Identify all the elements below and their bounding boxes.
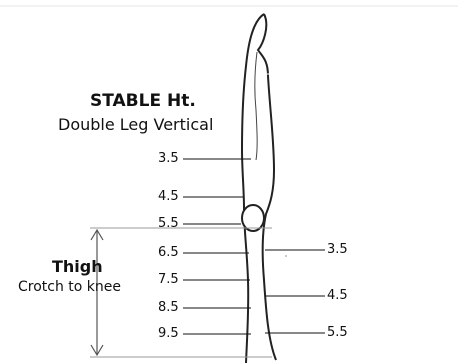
speck: [285, 255, 287, 257]
left-scale-label: 7.5: [158, 272, 179, 287]
left-scale-label: 9.5: [158, 326, 179, 341]
speck: [267, 73, 269, 75]
left-scale-label: 5.5: [158, 216, 179, 231]
leg-outline-front: [242, 14, 264, 363]
right-scale-label: 4.5: [327, 288, 348, 303]
left-scale-label: 6.5: [158, 245, 179, 260]
leg-outline-back: [258, 14, 276, 360]
left-scale-label: 3.5: [158, 151, 179, 166]
left-scale-label: 8.5: [158, 300, 179, 315]
right-scale-label: 3.5: [327, 242, 348, 257]
right-scale-label: 5.5: [327, 325, 348, 340]
diagram-subtitle: Double Leg Vertical: [58, 115, 213, 134]
left-scale-label: 4.5: [158, 189, 179, 204]
section-title: Thigh: [52, 257, 103, 276]
knee-cap: [242, 205, 264, 231]
leg-inner-contour: [255, 52, 257, 160]
diagram-title: STABLE Ht.: [90, 91, 196, 111]
section-subtitle: Crotch to knee: [18, 279, 121, 295]
